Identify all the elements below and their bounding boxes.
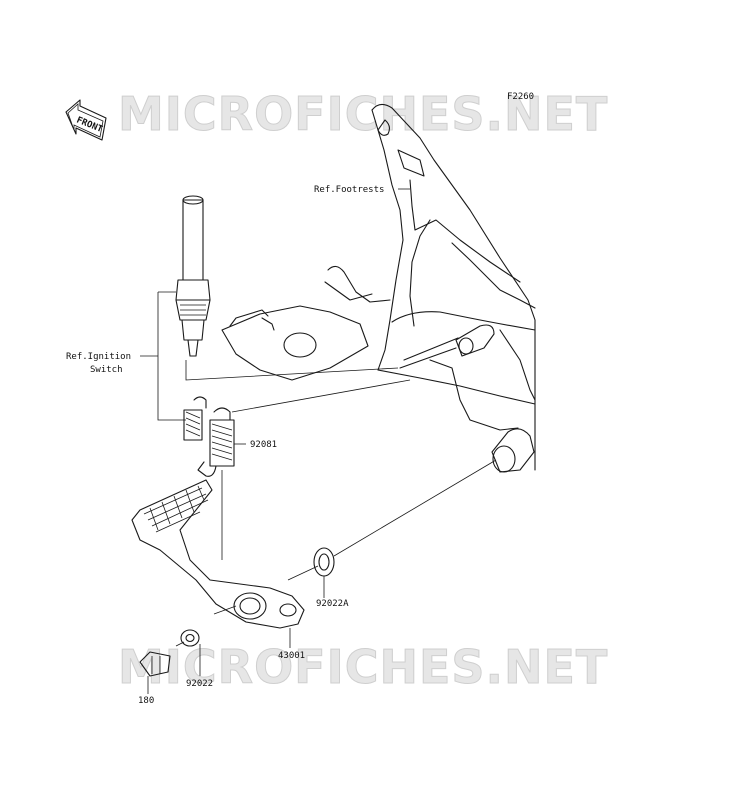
frame-bracket [221, 103, 536, 473]
bolt [139, 651, 171, 677]
label-92022: 92022 [186, 679, 213, 689]
front-arrow-icon: FRONT [65, 99, 107, 141]
watermark-bottom: MICROFICHES.NET [118, 640, 608, 694]
label-43001: 43001 [278, 651, 305, 661]
watermark-top: MICROFICHES.NET [118, 87, 608, 141]
label-ref-footrests: Ref.Footrests [314, 185, 384, 195]
label-ref-ignition-line1: Ref.Ignition [66, 352, 131, 362]
return-spring [183, 396, 235, 477]
label-92022A: 92022A [316, 599, 349, 609]
brake-pedal [131, 479, 305, 629]
washer-small [180, 629, 200, 647]
brake-switch [175, 195, 211, 357]
washer-large [313, 547, 335, 577]
label-92081: 92081 [250, 440, 277, 450]
diagram-code: F2260 [507, 92, 534, 102]
label-ref-ignition-line2: Switch [90, 365, 123, 375]
label-180: 180 [138, 696, 154, 706]
leader-lines [140, 188, 497, 694]
